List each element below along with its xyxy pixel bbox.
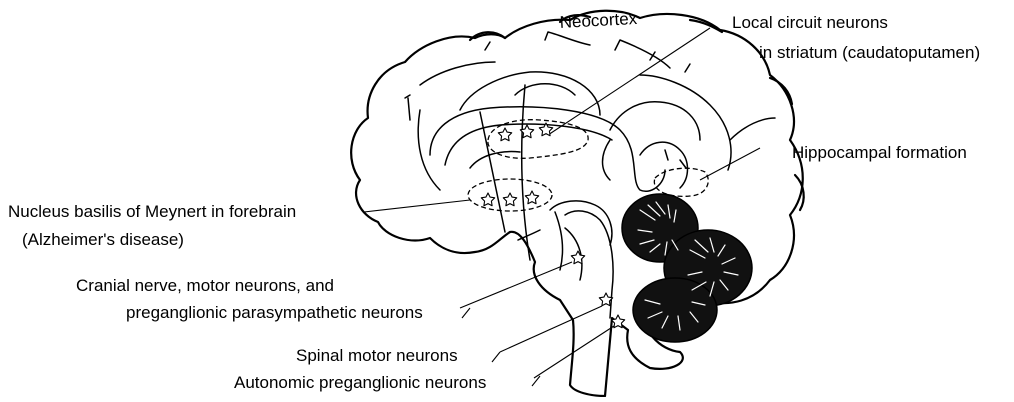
label-hippocampal: Hippocampal formation [792,143,967,162]
neuron-star-icon [571,251,584,264]
neuron-star-icon [525,191,538,204]
neuron-star-icon [503,193,516,206]
label-local-circuit-2: in striatum (caudatoputamen) [759,43,980,62]
neuron-star-icon [481,193,494,206]
leader-hippocampal [700,148,760,180]
label-autonomic: Autonomic preganglionic neurons [234,373,486,392]
label-neocortex: Neocortex [559,9,638,32]
leader-spinal [500,306,602,352]
leader-cranial [460,262,572,308]
hippocampal-region [654,168,708,196]
label-spinal: Spinal motor neurons [296,346,458,365]
label-cranial-2: preganglionic parasympathetic neurons [126,303,423,322]
brain-outline [351,11,803,396]
cerebellum [622,194,752,342]
neuron-star-icon [498,128,511,141]
label-local-circuit-1: Local circuit neurons [732,13,888,32]
label-basilis-1: Nucleus basilis of Meynert in forebrain [8,202,296,221]
label-cranial-1: Cranial nerve, motor neurons, and [76,276,334,295]
leader-basalis [364,200,470,212]
label-basilis-2: (Alzheimer's disease) [22,230,184,249]
